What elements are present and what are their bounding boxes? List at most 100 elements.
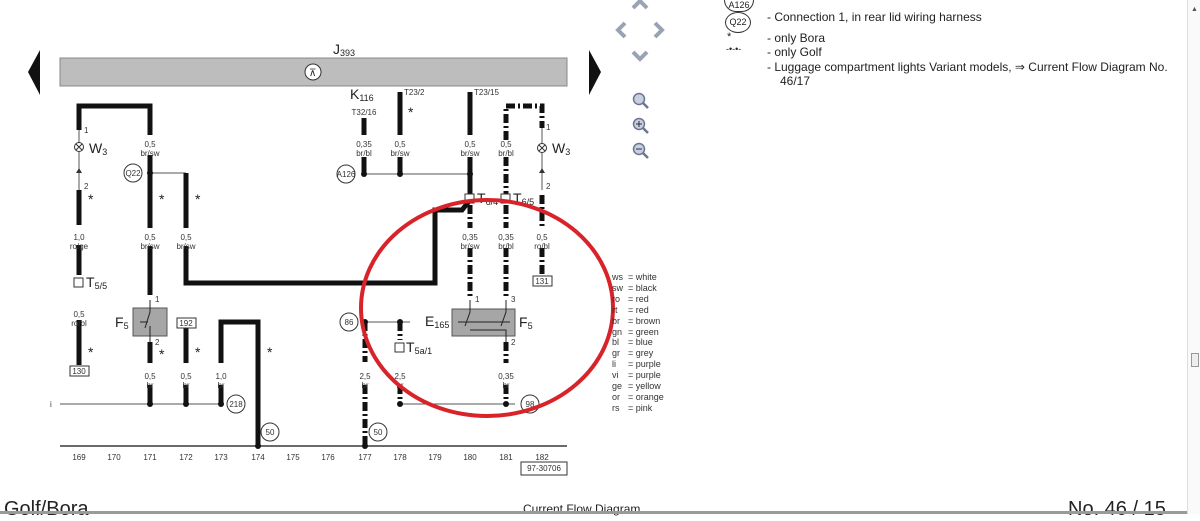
column-number: 182 <box>535 453 549 462</box>
zoom-in-icon[interactable] <box>632 117 649 134</box>
wire-size-label: 0,5 <box>144 140 156 149</box>
color-code-row: vi= purple <box>612 370 664 381</box>
pan-down-icon[interactable] <box>631 50 649 62</box>
color-code-row: gr= grey <box>612 348 664 359</box>
component-f5-right-letter: F <box>519 314 528 330</box>
pin-number: 1 <box>546 123 551 132</box>
ground-symbol-icon <box>304 63 322 81</box>
component-f5-right: F5 <box>519 314 533 331</box>
color-code: br <box>612 315 621 326</box>
previous-page-arrow-icon[interactable] <box>28 50 40 95</box>
column-number: 170 <box>107 453 121 462</box>
column-number: 172 <box>179 453 193 462</box>
connection-label: A126 <box>337 170 356 179</box>
column-number: 174 <box>251 453 265 462</box>
next-page-arrow-icon[interactable] <box>589 50 601 95</box>
component-f5-left: F5 <box>115 314 129 331</box>
ground-symbol-glyph: ⊼ <box>309 68 316 79</box>
pan-right-icon[interactable] <box>653 21 665 39</box>
connection-circle <box>339 312 359 332</box>
connector-t5a-1: T5a/1 <box>406 339 432 356</box>
color-name: = grey <box>628 348 654 359</box>
wire-size-label: 0,5 <box>180 233 192 242</box>
switch-icon <box>140 300 151 342</box>
connector-t5-5-sub: 5/5 <box>95 281 108 291</box>
wire-color-label: br <box>182 381 189 390</box>
column-number: 169 <box>72 453 86 462</box>
connection-label: Q22 <box>125 169 141 178</box>
connection-label: 98 <box>526 400 535 409</box>
pan-up-icon[interactable] <box>631 0 649 10</box>
color-code-row: or= orange <box>612 392 664 403</box>
wire <box>76 103 153 135</box>
legend-row: - Connection 1, in rear lid wiring harne… <box>767 10 982 24</box>
zoom-fit-icon[interactable] <box>632 92 649 109</box>
ground-label: i <box>50 400 52 409</box>
wire-color-label: br/sw <box>140 242 159 251</box>
component-w3-right-sub: 3 <box>565 147 570 157</box>
wire <box>218 319 261 446</box>
switch-icon <box>458 300 510 342</box>
color-code-row: bl= blue <box>612 337 664 348</box>
component-w3-left-letter: W <box>89 140 103 156</box>
component-w3-left-sub: 3 <box>102 147 107 157</box>
highlight-circle <box>359 198 615 418</box>
bora-only-mark: * <box>159 346 165 362</box>
wire-color-label: br/bl <box>356 149 372 158</box>
lamp-cross <box>538 144 546 152</box>
scroll-up-icon[interactable]: ▲ <box>1191 6 1198 13</box>
wire-color-label: br/sw <box>460 149 479 158</box>
zoom-out-icon[interactable] <box>632 142 649 159</box>
component-w3-left: W3 <box>89 140 107 157</box>
color-name: = white <box>628 272 657 282</box>
junction-dot <box>147 401 153 407</box>
bora-only-mark: * <box>195 191 201 207</box>
wire-size-label: 2,5 <box>394 372 406 381</box>
junction-dot <box>255 443 261 449</box>
junction-dot <box>361 171 367 177</box>
wire-color-label: br/bl <box>498 149 514 158</box>
component-w3-right: W3 <box>552 140 570 157</box>
connector-t5a-1-sub: 5a/1 <box>415 346 433 356</box>
pin-number: 1 <box>84 126 89 135</box>
color-name: = red <box>628 304 649 315</box>
drawing-number: 97-30706 <box>527 464 561 473</box>
connection-label: 50 <box>266 428 275 437</box>
pin-number: 1 <box>155 295 160 304</box>
pan-left-icon[interactable] <box>615 21 627 39</box>
column-number: 171 <box>143 453 157 462</box>
connector-t5a-1-letter: T <box>406 339 415 355</box>
scrollbar-thumb[interactable] <box>1191 353 1199 367</box>
component-k116: K116 <box>350 86 374 103</box>
junction-dot <box>397 319 403 325</box>
junction-dot <box>362 443 368 449</box>
wire-size-label: 1,0 <box>215 372 227 381</box>
color-code: rt <box>612 304 618 315</box>
connector-t6-5: T6/5 <box>513 190 534 207</box>
wire-size-label: 0,35 <box>462 233 478 242</box>
control-unit-label: J393 <box>333 41 355 58</box>
reference-box <box>176 317 197 329</box>
wire-color-label: br/sw <box>140 149 159 158</box>
color-name: = pink <box>628 402 653 413</box>
color-code-row: ge= yellow <box>612 381 664 392</box>
junction-dot <box>397 171 403 177</box>
component-w3-right-letter: W <box>552 140 566 156</box>
junction-dot <box>183 401 189 407</box>
vertical-scrollbar[interactable]: ▲ <box>1187 0 1200 514</box>
connector-t5-5: T5/5 <box>86 274 107 291</box>
pin-number: 2 <box>155 338 160 347</box>
wire-color-label: br/sw <box>390 149 409 158</box>
reference-label: 131 <box>535 277 549 286</box>
wire-color-label: br <box>217 381 224 390</box>
column-number: 181 <box>499 453 513 462</box>
color-name: = green <box>628 326 659 337</box>
color-code: ro <box>612 293 621 304</box>
column-number: 178 <box>393 453 407 462</box>
wire-size-label: 2,5 <box>359 372 371 381</box>
connection-label: 50 <box>374 428 383 437</box>
connector-t5-5-letter: T <box>86 274 95 290</box>
wire-size-label: 1,0 <box>73 233 85 242</box>
component-e165-letter: E <box>425 313 434 329</box>
